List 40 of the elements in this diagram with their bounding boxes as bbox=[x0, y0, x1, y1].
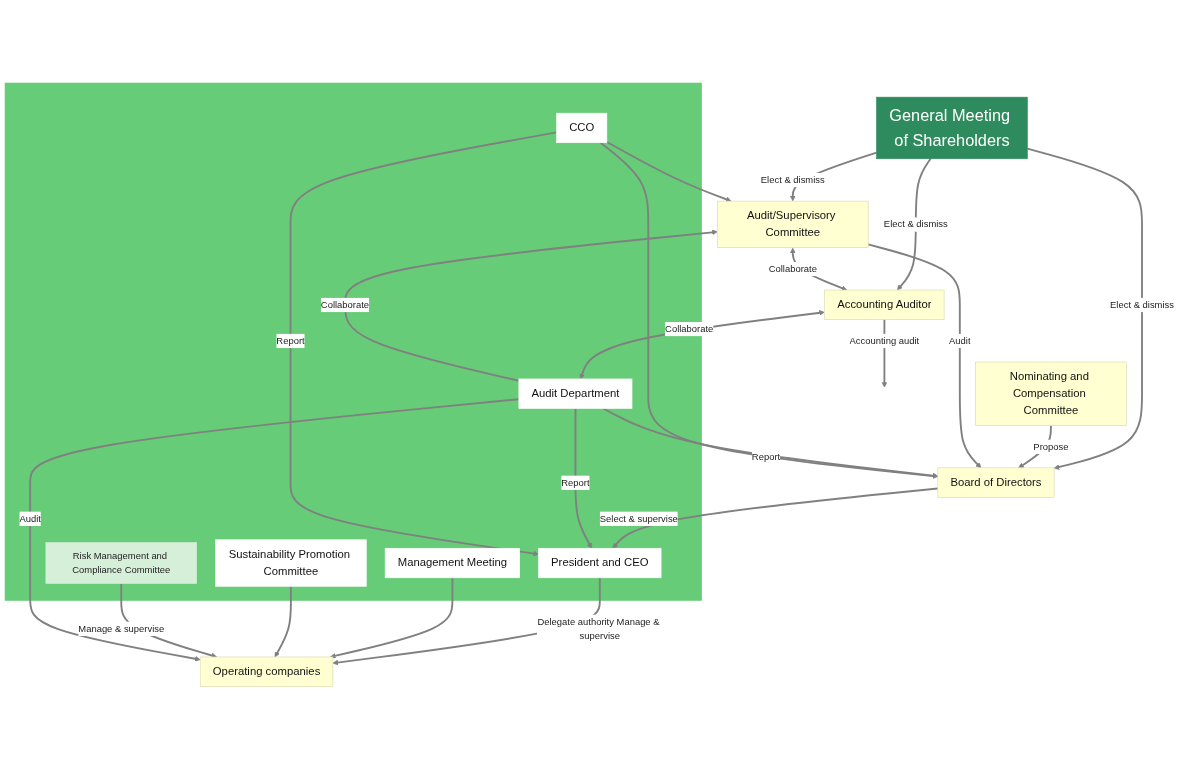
edge-label: Select & supervise bbox=[599, 512, 678, 524]
edge-label: Elect & dismiss bbox=[760, 173, 825, 185]
arrow bbox=[344, 229, 718, 382]
node-box: Operating companies bbox=[199, 656, 334, 687]
edge-label: Audit bbox=[19, 512, 41, 524]
node-box: Audit/Supervisory Committee bbox=[717, 200, 869, 248]
arrow bbox=[605, 140, 732, 202]
edge-label: Report bbox=[561, 476, 590, 488]
node-box: Accounting Auditor bbox=[824, 289, 945, 320]
arrow bbox=[330, 576, 454, 659]
edge-label: Elect & dismiss bbox=[883, 218, 948, 229]
node-box: Audit Department bbox=[518, 378, 633, 409]
edge-label: Collaborate bbox=[320, 298, 370, 310]
edge-label: Elect & dismiss bbox=[1110, 298, 1174, 310]
node-box: Board of Directors bbox=[937, 467, 1055, 498]
edge-label: Collaborate bbox=[665, 322, 714, 334]
arrow bbox=[612, 487, 939, 549]
node-box: Risk Management and Compliance Committee bbox=[45, 542, 197, 584]
edge-label: Accounting audit bbox=[849, 334, 920, 346]
arrow bbox=[599, 141, 939, 479]
arrow bbox=[274, 585, 292, 657]
edge-label: Delegate authority Manage & supervise bbox=[537, 615, 660, 641]
arrow bbox=[867, 243, 982, 468]
node-box: CCO bbox=[556, 112, 608, 143]
arrow bbox=[289, 131, 558, 556]
edge-label: Collaborate bbox=[768, 262, 817, 274]
arrow bbox=[574, 407, 592, 549]
edge-label: Propose bbox=[1033, 440, 1069, 452]
node-box: Nominating and Compensation Committee bbox=[975, 361, 1127, 426]
edge-label: Report bbox=[276, 334, 305, 346]
node-box: President and CEO bbox=[538, 547, 662, 578]
node-box: Management Meeting bbox=[384, 547, 520, 578]
edge-label: Audit bbox=[949, 334, 971, 346]
arrow bbox=[1026, 147, 1143, 470]
arrow bbox=[579, 309, 825, 379]
node-box: Sustainability Promotion Committee bbox=[215, 539, 367, 587]
arrow bbox=[897, 157, 932, 291]
edge-label: Report bbox=[751, 450, 781, 462]
node-box: General Meeting of Shareholders bbox=[876, 96, 1028, 159]
edge-label: Manage & supervise bbox=[78, 622, 165, 634]
